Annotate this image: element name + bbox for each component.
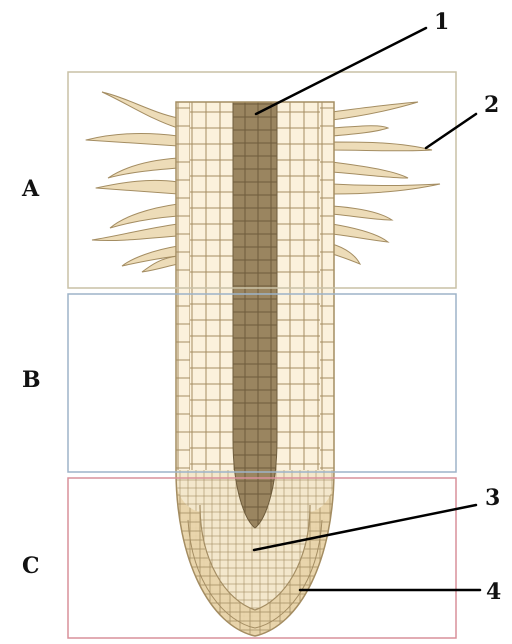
leader-line-2 bbox=[426, 114, 476, 148]
root-body bbox=[176, 102, 334, 642]
zone-c-label: C bbox=[22, 553, 40, 579]
zone-a-label: A bbox=[21, 176, 40, 202]
leader-line-1 bbox=[256, 28, 426, 114]
root-hairs-right bbox=[332, 102, 440, 264]
callout-3-label: 3 bbox=[485, 485, 500, 511]
callout-1-label: 1 bbox=[434, 9, 449, 35]
zone-b-label: B bbox=[22, 367, 41, 393]
callout-4-label: 4 bbox=[486, 579, 501, 605]
root-hairs-left bbox=[86, 92, 178, 272]
callout-2-label: 2 bbox=[484, 92, 499, 118]
